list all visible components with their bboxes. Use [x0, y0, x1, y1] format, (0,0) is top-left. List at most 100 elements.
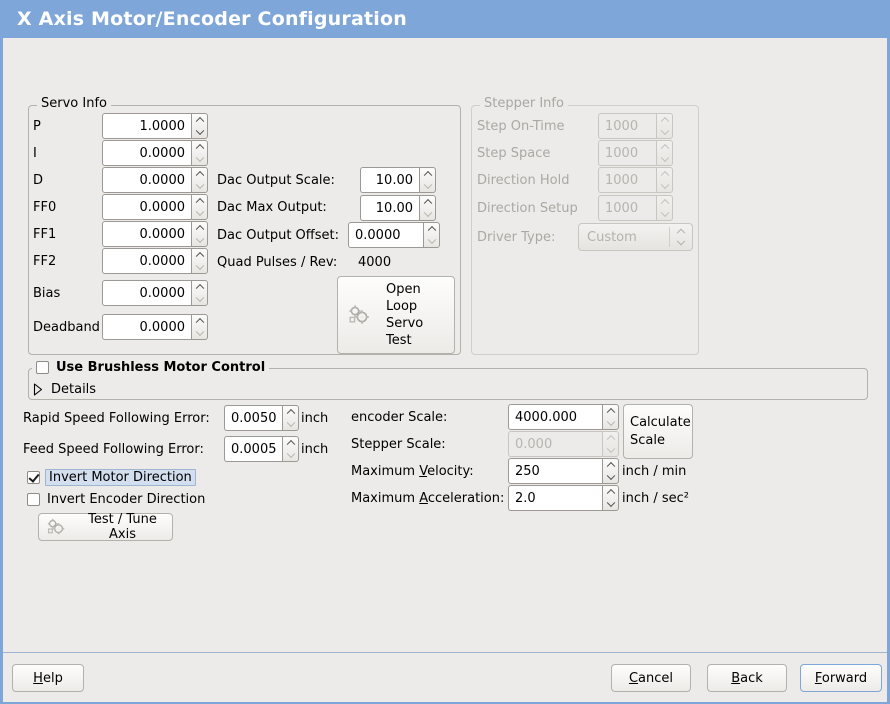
forward-button[interactable]: Forward: [800, 664, 882, 692]
spin-ff2-down[interactable]: [192, 261, 207, 273]
spin-deadband-up[interactable]: [192, 315, 207, 327]
spin-ff1-down[interactable]: [192, 234, 207, 246]
spin-dac-output-scale-buttons[interactable]: [419, 167, 436, 193]
spin-bias-up[interactable]: [192, 281, 207, 293]
spin-p-down[interactable]: [192, 126, 207, 138]
spin-i-value[interactable]: 0.0000: [102, 140, 191, 166]
spin-ff0-down[interactable]: [192, 207, 207, 219]
spin-bias[interactable]: 0.0000: [102, 280, 208, 306]
spin-maximum-acceleration-buttons[interactable]: [602, 485, 619, 511]
spin-deadband[interactable]: 0.0000: [102, 314, 208, 340]
spin-feed-following-error-down[interactable]: [283, 449, 298, 461]
spin-deadband-buttons[interactable]: [191, 314, 208, 340]
spin-rapid-following-error-down[interactable]: [283, 418, 298, 430]
spin-maximum-velocity-up[interactable]: [603, 459, 618, 471]
spin-d-buttons[interactable]: [191, 167, 208, 193]
spin-p-value[interactable]: 1.0000: [102, 113, 191, 139]
spin-ff2[interactable]: 0.0000: [102, 248, 208, 274]
spin-i[interactable]: 0.0000: [102, 140, 208, 166]
spin-p-buttons[interactable]: [191, 113, 208, 139]
spin-dac-max-output-up[interactable]: [420, 196, 435, 208]
spin-dac-output-scale[interactable]: 10.00: [360, 167, 436, 193]
spin-step-space-buttons: [656, 140, 673, 166]
spin-feed-following-error[interactable]: 0.0005: [224, 436, 299, 462]
spin-deadband-value[interactable]: 0.0000: [102, 314, 191, 340]
checkbox-box[interactable]: [27, 471, 40, 484]
spin-i-buttons[interactable]: [191, 140, 208, 166]
spin-ff2-up[interactable]: [192, 249, 207, 261]
spin-maximum-acceleration-value[interactable]: 2.0: [508, 485, 602, 511]
spin-rapid-following-error[interactable]: 0.0050: [224, 405, 299, 431]
spin-feed-following-error-value[interactable]: 0.0005: [224, 436, 282, 462]
spin-encoder-scale-value[interactable]: 4000.000: [508, 404, 602, 430]
test-tune-axis-button[interactable]: Test / Tune Axis: [38, 512, 173, 542]
spin-encoder-scale-down[interactable]: [603, 417, 618, 429]
calculate-scale-button[interactable]: Calculate Scale: [623, 404, 693, 459]
spin-encoder-scale-buttons[interactable]: [602, 404, 619, 430]
spin-rapid-following-error-buttons[interactable]: [282, 405, 299, 431]
invert-encoder-direction-checkbox[interactable]: Invert Encoder Direction: [27, 492, 205, 507]
dialog-footer: Help Cancel Back Forward: [3, 652, 887, 702]
spin-bias-down[interactable]: [192, 293, 207, 305]
spin-rapid-following-error-value[interactable]: 0.0050: [224, 405, 282, 431]
spin-bias-buttons[interactable]: [191, 280, 208, 306]
spin-maximum-velocity-buttons[interactable]: [602, 458, 619, 484]
spin-dac-max-output-down[interactable]: [420, 208, 435, 220]
spin-d-value[interactable]: 0.0000: [102, 167, 191, 193]
spin-ff2-buttons[interactable]: [191, 248, 208, 274]
spin-maximum-acceleration[interactable]: 2.0: [508, 485, 619, 511]
spin-maximum-acceleration-up[interactable]: [603, 486, 618, 498]
spin-dac-output-offset-value[interactable]: 0.0000: [348, 222, 423, 248]
spin-dac-output-offset-up[interactable]: [424, 223, 439, 235]
back-button[interactable]: Back: [707, 664, 787, 692]
spin-step-space-value: 1000: [598, 140, 656, 166]
spin-p-up[interactable]: [192, 114, 207, 126]
spin-ff0[interactable]: 0.0000: [102, 194, 208, 220]
checkbox-box[interactable]: [36, 361, 49, 374]
spin-ff0-buttons[interactable]: [191, 194, 208, 220]
cancel-button[interactable]: Cancel: [611, 664, 691, 692]
spin-maximum-velocity-down[interactable]: [603, 471, 618, 483]
spin-rapid-following-error-up[interactable]: [283, 406, 298, 418]
spin-feed-following-error-buttons[interactable]: [282, 436, 299, 462]
spin-maximum-velocity[interactable]: 250: [508, 458, 619, 484]
use-brushless-motor-control-checkbox[interactable]: Use Brushless Motor Control: [32, 360, 270, 375]
spin-encoder-scale-up[interactable]: [603, 405, 618, 417]
forward-button-mnemonic: F: [814, 670, 822, 686]
spin-feed-following-error-up[interactable]: [283, 437, 298, 449]
spin-maximum-acceleration-down[interactable]: [603, 498, 618, 510]
spin-dac-max-output-buttons[interactable]: [419, 195, 436, 221]
checkbox-box[interactable]: [27, 493, 40, 506]
spin-d-down[interactable]: [192, 180, 207, 192]
spin-ff1-buttons[interactable]: [191, 221, 208, 247]
spin-dac-output-offset-down[interactable]: [424, 235, 439, 247]
spin-ff1[interactable]: 0.0000: [102, 221, 208, 247]
spin-p[interactable]: 1.0000: [102, 113, 208, 139]
spin-d-up[interactable]: [192, 168, 207, 180]
spin-dac-max-output[interactable]: 10.00: [360, 195, 436, 221]
details-expander[interactable]: Details: [33, 382, 96, 397]
spin-ff2-value[interactable]: 0.0000: [102, 248, 191, 274]
spin-d[interactable]: 0.0000: [102, 167, 208, 193]
spin-dac-output-scale-value[interactable]: 10.00: [360, 167, 419, 193]
spin-ff1-value[interactable]: 0.0000: [102, 221, 191, 247]
spin-ff0-value[interactable]: 0.0000: [102, 194, 191, 220]
spin-dac-output-offset[interactable]: 0.0000: [348, 222, 440, 248]
spin-deadband-down[interactable]: [192, 327, 207, 339]
spin-dac-max-output-value[interactable]: 10.00: [360, 195, 419, 221]
spin-bias-value[interactable]: 0.0000: [102, 280, 191, 306]
spin-maximum-velocity-value[interactable]: 250: [508, 458, 602, 484]
spin-ff0-up[interactable]: [192, 195, 207, 207]
invert-motor-direction-checkbox[interactable]: Invert Motor Direction: [27, 469, 196, 486]
spin-step-on-time-down: [657, 126, 672, 138]
spin-dac-output-scale-down[interactable]: [420, 180, 435, 192]
spin-direction-setup-up: [657, 196, 672, 208]
spin-dac-output-scale-up[interactable]: [420, 168, 435, 180]
spin-encoder-scale[interactable]: 4000.000: [508, 404, 619, 430]
spin-dac-output-offset-buttons[interactable]: [423, 222, 440, 248]
spin-ff1-up[interactable]: [192, 222, 207, 234]
open-loop-servo-test-button[interactable]: Open Loop Servo Test: [337, 276, 455, 354]
spin-i-up[interactable]: [192, 141, 207, 153]
spin-i-down[interactable]: [192, 153, 207, 165]
help-button[interactable]: Help: [12, 664, 84, 692]
